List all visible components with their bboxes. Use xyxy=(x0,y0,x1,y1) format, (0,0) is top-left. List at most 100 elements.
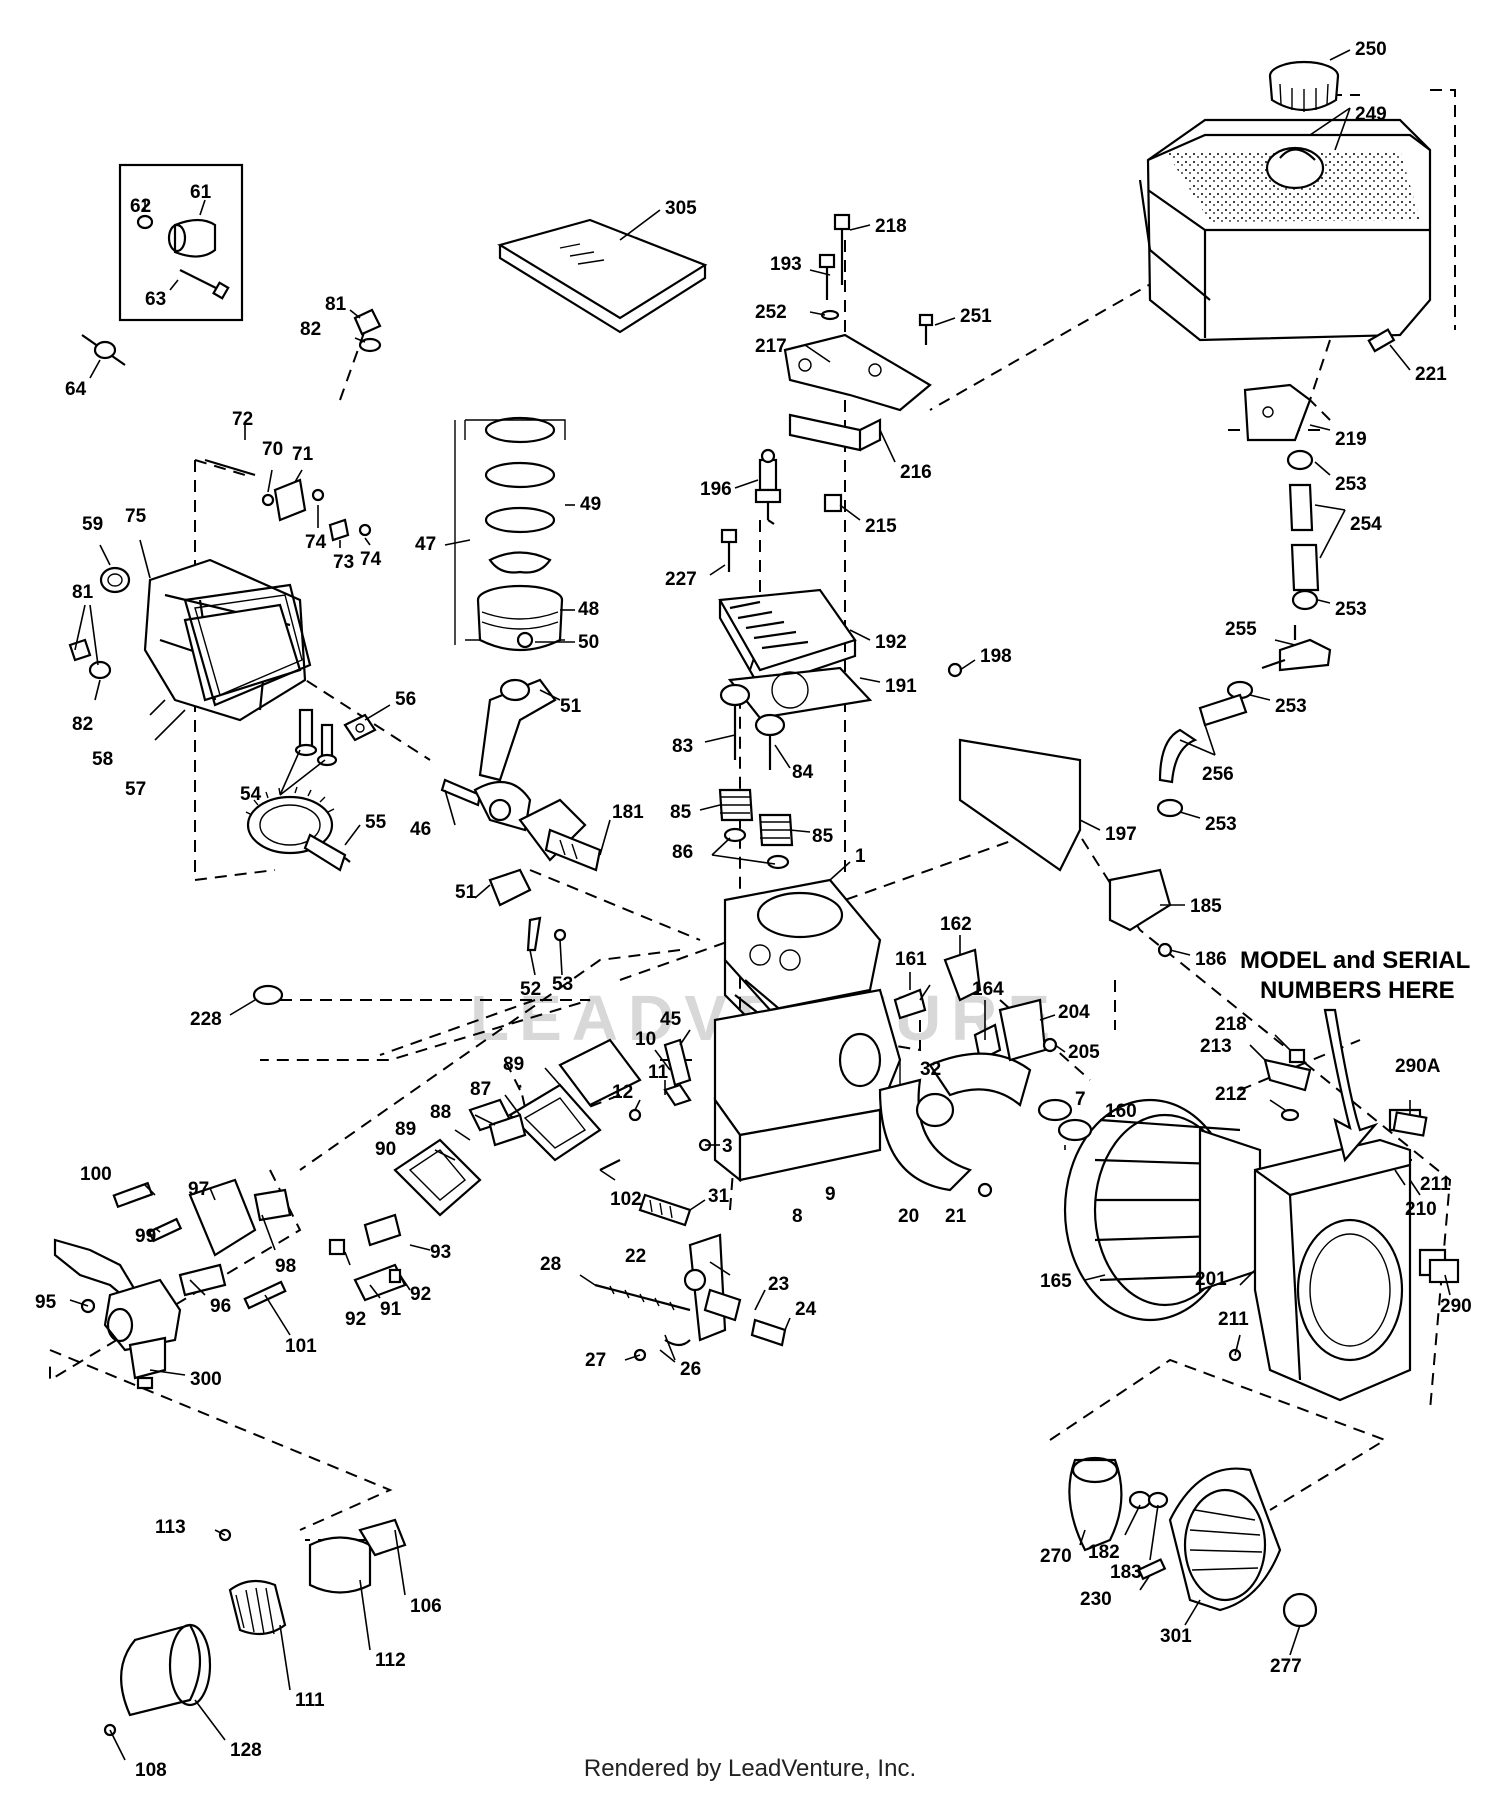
part-label-31: 31 xyxy=(708,1186,730,1207)
part-label-250: 250 xyxy=(1355,39,1387,60)
part-label-1: 1 xyxy=(855,846,866,867)
part-model-arrow xyxy=(1323,1008,1379,1163)
part-label-74-b: 74 xyxy=(360,549,382,570)
part-label-251: 251 xyxy=(960,306,992,327)
part-label-160: 160 xyxy=(1105,1101,1137,1122)
part-box-61-63 xyxy=(118,163,244,322)
part-valve-lifters-54 xyxy=(294,708,338,767)
part-label-93: 93 xyxy=(430,1242,451,1263)
part-bracket-219 xyxy=(1243,328,1396,442)
part-label-11: 11 xyxy=(648,1062,669,1083)
part-piston-rings xyxy=(454,416,566,645)
part-fuel-tank xyxy=(1138,118,1432,342)
part-reed-valve-88 xyxy=(488,1113,527,1147)
part-manual-book xyxy=(497,218,708,334)
part-armature-162 xyxy=(893,948,1002,1062)
part-label-165: 165 xyxy=(1040,1271,1072,1292)
part-label-215: 215 xyxy=(865,516,897,537)
part-connecting-rod xyxy=(478,678,567,952)
part-muffler-92-93 xyxy=(328,1213,407,1302)
part-crankshaft xyxy=(440,778,602,872)
part-label-253-d: 253 xyxy=(1205,814,1237,835)
part-label-21: 21 xyxy=(945,1206,967,1227)
part-label-57: 57 xyxy=(125,779,146,800)
part-label-82-b: 82 xyxy=(72,714,93,735)
part-label-253-c: 253 xyxy=(1275,696,1307,717)
part-label-84: 84 xyxy=(792,762,814,783)
part-label-10: 10 xyxy=(635,1029,656,1050)
part-piston xyxy=(476,584,564,652)
part-label-230: 230 xyxy=(1080,1589,1112,1610)
part-gasket-228 xyxy=(252,984,284,1006)
part-label-227: 227 xyxy=(665,569,697,590)
part-bracket-217 xyxy=(783,333,932,452)
part-label-27: 27 xyxy=(585,1350,606,1371)
part-camshaft-gear xyxy=(245,786,351,872)
part-fuel-line-256 xyxy=(1156,693,1248,818)
part-oil-seal-64 xyxy=(81,334,126,366)
part-label-305: 305 xyxy=(665,198,697,219)
part-label-162: 162 xyxy=(940,914,972,935)
part-label-164: 164 xyxy=(972,979,1004,1000)
part-label-98: 98 xyxy=(275,1256,296,1277)
part-label-211-a: 211 xyxy=(1420,1174,1451,1195)
callout-line-2: NUMBERS HERE xyxy=(1260,977,1455,1004)
part-label-216: 216 xyxy=(900,462,932,483)
part-label-49: 49 xyxy=(580,494,601,515)
part-label-96: 96 xyxy=(210,1296,231,1317)
part-label-201: 201 xyxy=(1195,1269,1227,1290)
part-label-88: 88 xyxy=(430,1102,451,1123)
leader-lines xyxy=(69,49,1451,1761)
part-label-7: 7 xyxy=(1075,1089,1086,1110)
part-label-82-a: 82 xyxy=(300,319,321,340)
part-label-111: 111 xyxy=(295,1690,325,1711)
part-label-198: 198 xyxy=(980,646,1012,667)
part-label-219: 219 xyxy=(1335,429,1367,450)
part-label-45: 45 xyxy=(660,1009,682,1030)
part-flywheel-165 xyxy=(1037,1098,1262,1322)
part-label-221: 221 xyxy=(1415,364,1447,385)
part-label-54: 54 xyxy=(240,784,262,805)
part-label-52: 52 xyxy=(520,979,541,1000)
part-label-108: 108 xyxy=(135,1760,167,1781)
part-label-72: 72 xyxy=(232,409,253,430)
part-label-71: 71 xyxy=(292,444,314,465)
part-label-193: 193 xyxy=(770,254,802,275)
part-screen-bracket-212-213 xyxy=(1263,1048,1312,1122)
part-label-192: 192 xyxy=(875,632,907,653)
part-label-181: 181 xyxy=(612,802,644,823)
part-label-211-b: 211 xyxy=(1218,1309,1249,1330)
part-seals xyxy=(68,566,377,742)
part-throttle-linkage xyxy=(599,1038,712,1171)
part-spark-plug xyxy=(754,448,782,525)
part-label-213: 213 xyxy=(1200,1036,1232,1057)
part-label-46: 46 xyxy=(410,819,431,840)
part-label-100: 100 xyxy=(80,1164,112,1185)
part-label-254: 254 xyxy=(1350,514,1382,535)
part-air-cleaner xyxy=(103,1518,407,1737)
footer-credit: Rendered by LeadVenture, Inc. xyxy=(583,1755,917,1782)
part-label-210: 210 xyxy=(1405,1199,1437,1220)
part-label-270: 270 xyxy=(1040,1546,1072,1567)
part-intake-gaskets xyxy=(393,1038,642,1217)
part-label-183: 183 xyxy=(1110,1562,1142,1583)
model-serial-callout: MODEL and SERIAL NUMBERS HERE xyxy=(1240,947,1470,1004)
part-label-218: 218 xyxy=(875,216,907,237)
part-number-labels: 250 249 305 218 193 252 251 217 216 215 … xyxy=(35,39,1472,1781)
part-label-58: 58 xyxy=(92,749,113,770)
part-label-86: 86 xyxy=(672,842,693,863)
part-label-92-b: 92 xyxy=(410,1284,431,1305)
part-decal-290 xyxy=(1392,1111,1460,1284)
part-label-24: 24 xyxy=(795,1299,817,1320)
part-label-55: 55 xyxy=(365,812,387,833)
part-label-196: 196 xyxy=(700,479,732,500)
part-label-56: 56 xyxy=(395,689,416,710)
part-label-8: 8 xyxy=(792,1206,803,1227)
part-label-48: 48 xyxy=(578,599,599,620)
part-label-112: 112 xyxy=(375,1650,406,1671)
part-label-97: 97 xyxy=(188,1179,209,1200)
part-label-106: 106 xyxy=(410,1596,442,1617)
part-label-12: 12 xyxy=(612,1082,633,1103)
part-shroud-20-204 xyxy=(878,998,1058,1198)
part-label-256: 256 xyxy=(1202,764,1234,785)
